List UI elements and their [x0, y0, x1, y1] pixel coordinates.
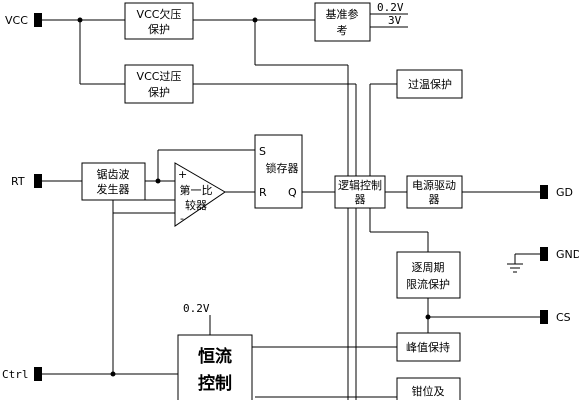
reference-output-2: 3V: [388, 14, 402, 27]
comparator-plus: +: [178, 168, 187, 181]
comparator-line1: 第一比: [180, 183, 213, 197]
pin-gnd-label: GND: [556, 248, 579, 261]
pin-gd-label: GD: [556, 186, 573, 199]
reference-output-1: 0.2V: [377, 1, 404, 14]
peak-hold-block: 峰值保持: [396, 332, 461, 362]
latch-block: S 锁存器 R Q: [254, 134, 303, 209]
peak-hold-label: 峰值保持: [406, 340, 450, 354]
junction-rt: [155, 178, 161, 184]
pin-vcc-label: VCC: [5, 14, 28, 27]
otp-label: 过温保护: [408, 77, 452, 91]
pin-rt-marker: [34, 174, 42, 188]
pin-vcc-marker: [34, 13, 42, 27]
latch-q: Q: [288, 186, 297, 199]
pin-rt: RT: [11, 174, 42, 188]
cc-control-block: 0.2V 恒流 控制: [177, 302, 253, 400]
vcc-ovp-line1: VCC过压: [137, 70, 182, 83]
vcc-ovp-block: VCC过压 保护: [124, 64, 194, 104]
pin-gnd-marker: [540, 247, 548, 261]
pin-rt-label: RT: [11, 175, 25, 188]
pin-gd-marker: [540, 185, 548, 199]
junction-cs: [425, 314, 431, 320]
cc-control-line1: 恒流: [198, 346, 232, 367]
comparator-line2: 较器: [185, 198, 207, 212]
latch-r: R: [259, 186, 267, 199]
cc-control-line2: 控制: [198, 373, 232, 394]
logic-block: 逻辑控制 器: [334, 175, 386, 209]
cycle-limit-line2: 限流保护: [406, 277, 450, 291]
driver-line2: 器: [429, 193, 440, 206]
reference-line2: 考: [337, 24, 348, 37]
reference-line1: 基准参: [326, 7, 359, 21]
sawtooth-line1: 锯齿波: [97, 167, 130, 181]
reference-block: 基准参 考 0.2V 3V: [314, 1, 404, 42]
vcc-uvlo-block: VCC欠压 保护: [124, 2, 194, 40]
latch-label: 锁存器: [266, 161, 299, 175]
driver-line1: 电源驱动: [412, 178, 456, 192]
pin-vcc: VCC: [5, 13, 42, 27]
logic-line2: 器: [355, 193, 366, 206]
vcc-ovp-line2: 保护: [148, 85, 170, 99]
junction-ctrl: [110, 371, 116, 377]
driver-block: 电源驱动 器: [406, 175, 463, 209]
vcc-uvlo-line1: VCC欠压: [137, 7, 182, 21]
cycle-limit-block: 逐周期 限流保护: [396, 251, 461, 299]
junction-vcc: [77, 17, 83, 23]
pin-cs: CS: [540, 310, 571, 324]
latch-s: S: [259, 145, 266, 158]
junction-vcc-ref: [252, 17, 258, 23]
pin-ctrl-label: Ctrl: [2, 368, 29, 381]
otp-block: 过温保护: [396, 69, 463, 99]
pin-gnd: GND: [540, 247, 579, 261]
pin-cs-marker: [540, 310, 548, 324]
pin-ctrl: Ctrl: [2, 367, 42, 381]
sawtooth-line2: 发生器: [97, 182, 130, 196]
vcc-uvlo-line2: 保护: [148, 22, 170, 36]
clamp-block: 钳位及: [396, 377, 461, 400]
pin-cs-label: CS: [556, 311, 571, 324]
sawtooth-block: 锯齿波 发生器: [81, 162, 146, 201]
comparator-minus: -: [180, 212, 184, 225]
cc-vref-label: 0.2V: [183, 302, 210, 315]
comparator-block: + - 第一比 较器: [174, 162, 226, 227]
clamp-label: 钳位及: [412, 384, 445, 398]
pin-gd: GD: [540, 185, 573, 199]
pin-ctrl-marker: [34, 367, 42, 381]
cycle-limit-line1: 逐周期: [412, 261, 445, 274]
logic-line1: 逻辑控制: [338, 178, 382, 192]
junctions: [77, 17, 431, 377]
